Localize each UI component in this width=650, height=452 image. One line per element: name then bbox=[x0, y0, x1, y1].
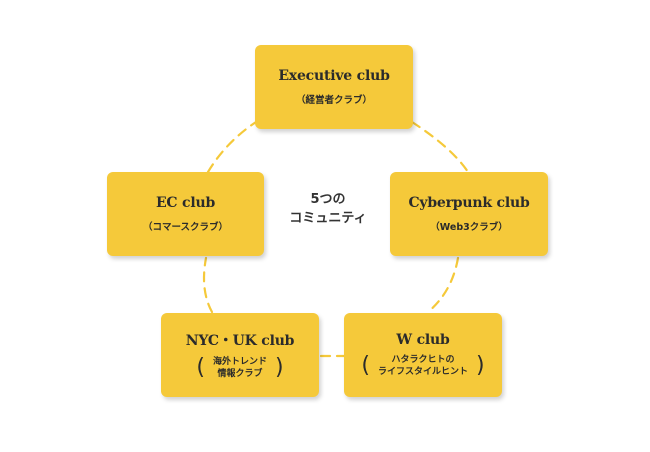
paren-open: ( bbox=[361, 353, 370, 378]
node-nycuk-club: NYC・UK club ( 海外トレンド 情報クラブ ) bbox=[161, 313, 319, 397]
center-line-1: 5つの bbox=[310, 192, 346, 207]
node-title: NYC・UK club bbox=[185, 333, 295, 349]
subtitle-line: 情報クラブ bbox=[217, 369, 263, 379]
subtitle-line: ライフスタイルヒント bbox=[377, 367, 468, 377]
node-subtitle: （経営者クラブ） bbox=[295, 95, 372, 106]
node-w-club: W club ( ハタラクヒトの ライフスタイルヒント ) bbox=[344, 313, 502, 397]
connector-cyberpunk-w bbox=[426, 256, 460, 314]
node-subtitle: ( ハタラクヒトの ライフスタイルヒント ) bbox=[361, 354, 484, 378]
node-ec-club: EC club （コマースクラブ） bbox=[107, 172, 264, 256]
center-label: 5つの コミュニティ bbox=[280, 190, 376, 228]
paren-open: ( bbox=[196, 355, 205, 380]
node-executive-club: Executive club （経営者クラブ） bbox=[255, 45, 413, 129]
center-line-2: コミュニティ bbox=[289, 211, 367, 226]
node-subtitle: （コマースクラブ） bbox=[142, 222, 229, 233]
connector-executive-cyberpunk bbox=[410, 120, 470, 174]
connector-ec-executive bbox=[206, 120, 258, 174]
subtitle-line: 海外トレンド bbox=[212, 357, 267, 367]
node-subtitle: （Web3クラブ） bbox=[430, 222, 508, 233]
node-title: Cyberpunk club bbox=[408, 195, 530, 211]
subtitle-line: ハタラクヒトの bbox=[391, 355, 455, 365]
node-cyberpunk-club: Cyberpunk club （Web3クラブ） bbox=[390, 172, 548, 256]
node-title: EC club bbox=[155, 195, 216, 211]
node-title: W club bbox=[396, 332, 450, 348]
connector-nycuk-ec bbox=[202, 256, 214, 314]
paren-close: ) bbox=[476, 353, 485, 378]
node-subtitle: ( 海外トレンド 情報クラブ ) bbox=[196, 356, 283, 380]
paren-close: ) bbox=[275, 355, 284, 380]
node-title: Executive club bbox=[278, 68, 390, 84]
